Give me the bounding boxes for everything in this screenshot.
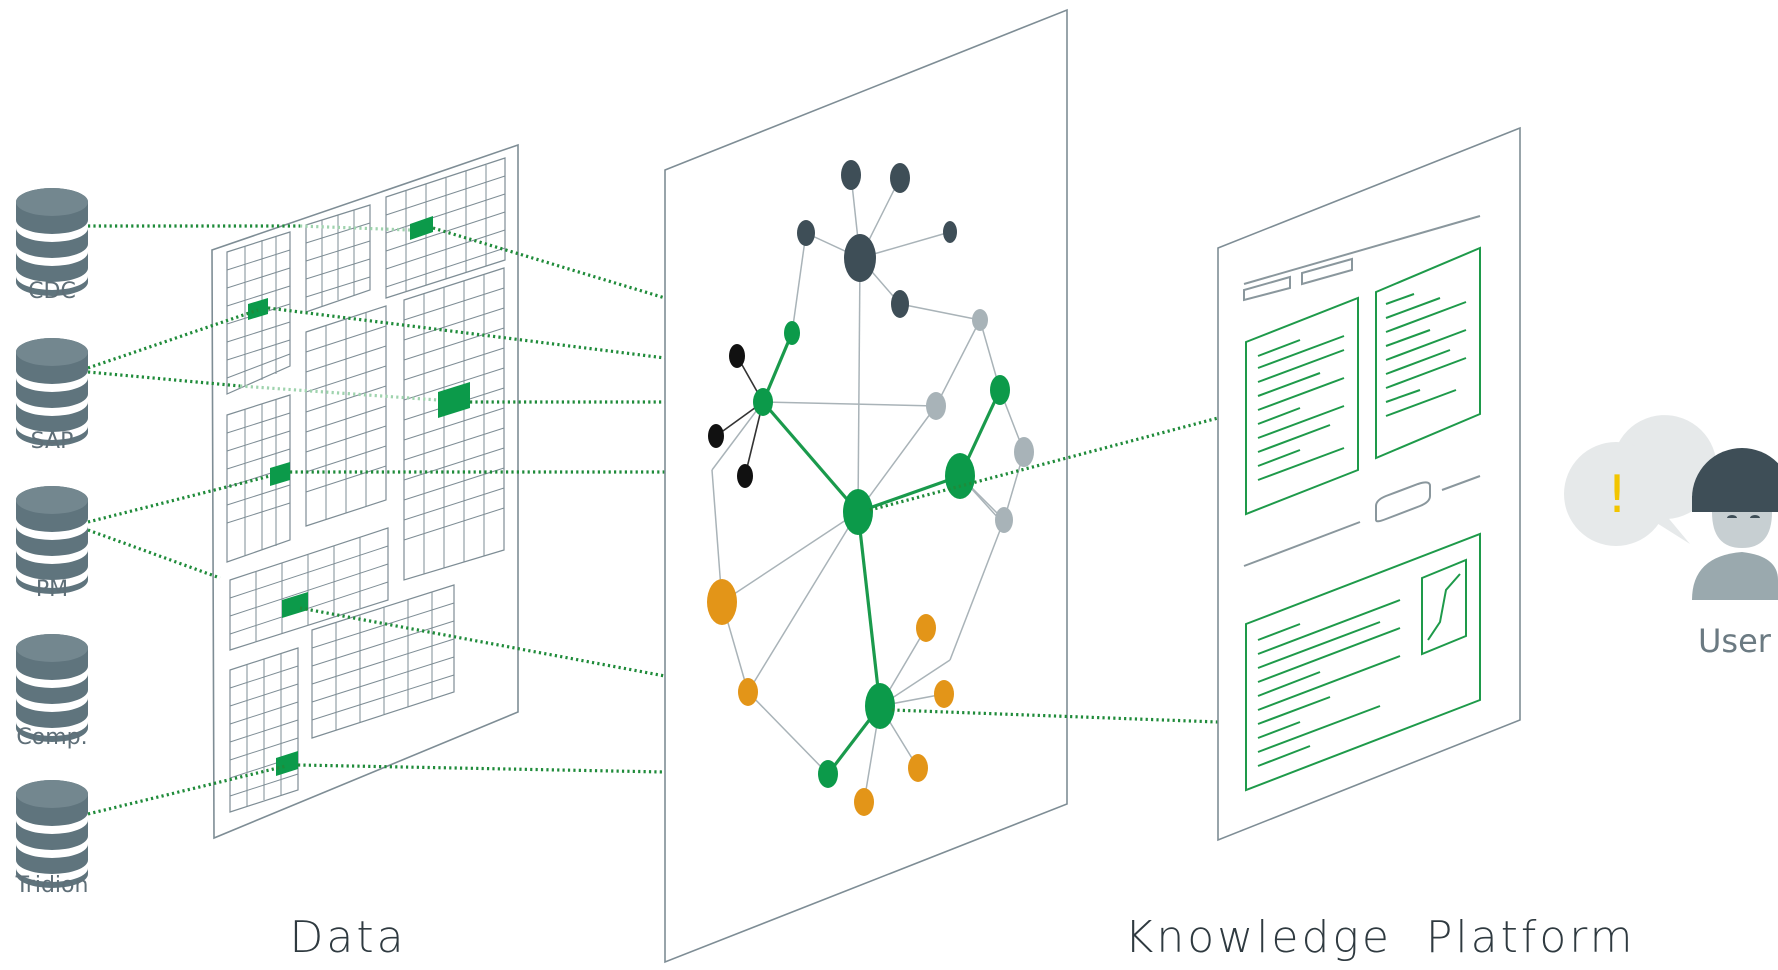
user-icon [1692,448,1778,600]
node-dark [943,221,957,243]
speech-bubble: ! [1564,415,1717,546]
graph-nodes [707,160,1034,816]
node-green [753,388,773,416]
node-green-hub [865,683,895,729]
node-green [818,760,838,788]
node-gray [1014,437,1034,467]
source-label: Comp. [16,725,87,750]
source-connectors [87,224,411,816]
data-label: Data [289,912,406,963]
node-gray [972,309,988,331]
database-icon [16,780,88,888]
node-dark [890,163,910,193]
user-label: User [1698,622,1772,660]
node-gray [926,392,946,420]
node-orange [707,579,737,625]
source-label: PM [36,577,68,602]
source-label: CDC [28,279,76,304]
node-orange [854,788,874,816]
node-orange [908,754,928,782]
highlight-cell [248,298,268,320]
node-green [784,321,800,345]
node-dark [797,220,815,246]
graph-to-platform-connectors [869,416,1219,724]
data-panel [211,143,519,840]
user-figure: ! User [1564,415,1778,660]
node-dark-hub [844,234,876,282]
node-black [729,344,745,368]
node-black [708,424,724,448]
node-orange [738,678,758,706]
node-gray [995,507,1013,533]
highlight-cell [270,462,290,486]
knowledge-platform-label: Knowledge Platform [1125,912,1636,963]
source-label: Tridion [15,873,89,898]
graph-panel [664,8,1068,964]
data-sources: CDC SAP PM Comp. Tridion [15,188,89,898]
node-green-hub [945,453,975,499]
knowledge-platform-panel [1217,126,1521,842]
highlight-cell [276,751,298,776]
spreadsheet-grids [226,157,506,813]
node-dark [841,160,861,190]
node-green-hub [843,489,873,535]
highlight-cell [410,216,433,240]
source-label: SAP [31,429,74,454]
highlight-cell [438,382,470,418]
node-orange [916,614,936,642]
node-black [737,464,753,488]
node-green [990,375,1010,405]
alert-symbol: ! [1607,465,1628,525]
node-orange [934,680,954,708]
node-dark [891,290,909,318]
highlight-cell [282,592,308,618]
